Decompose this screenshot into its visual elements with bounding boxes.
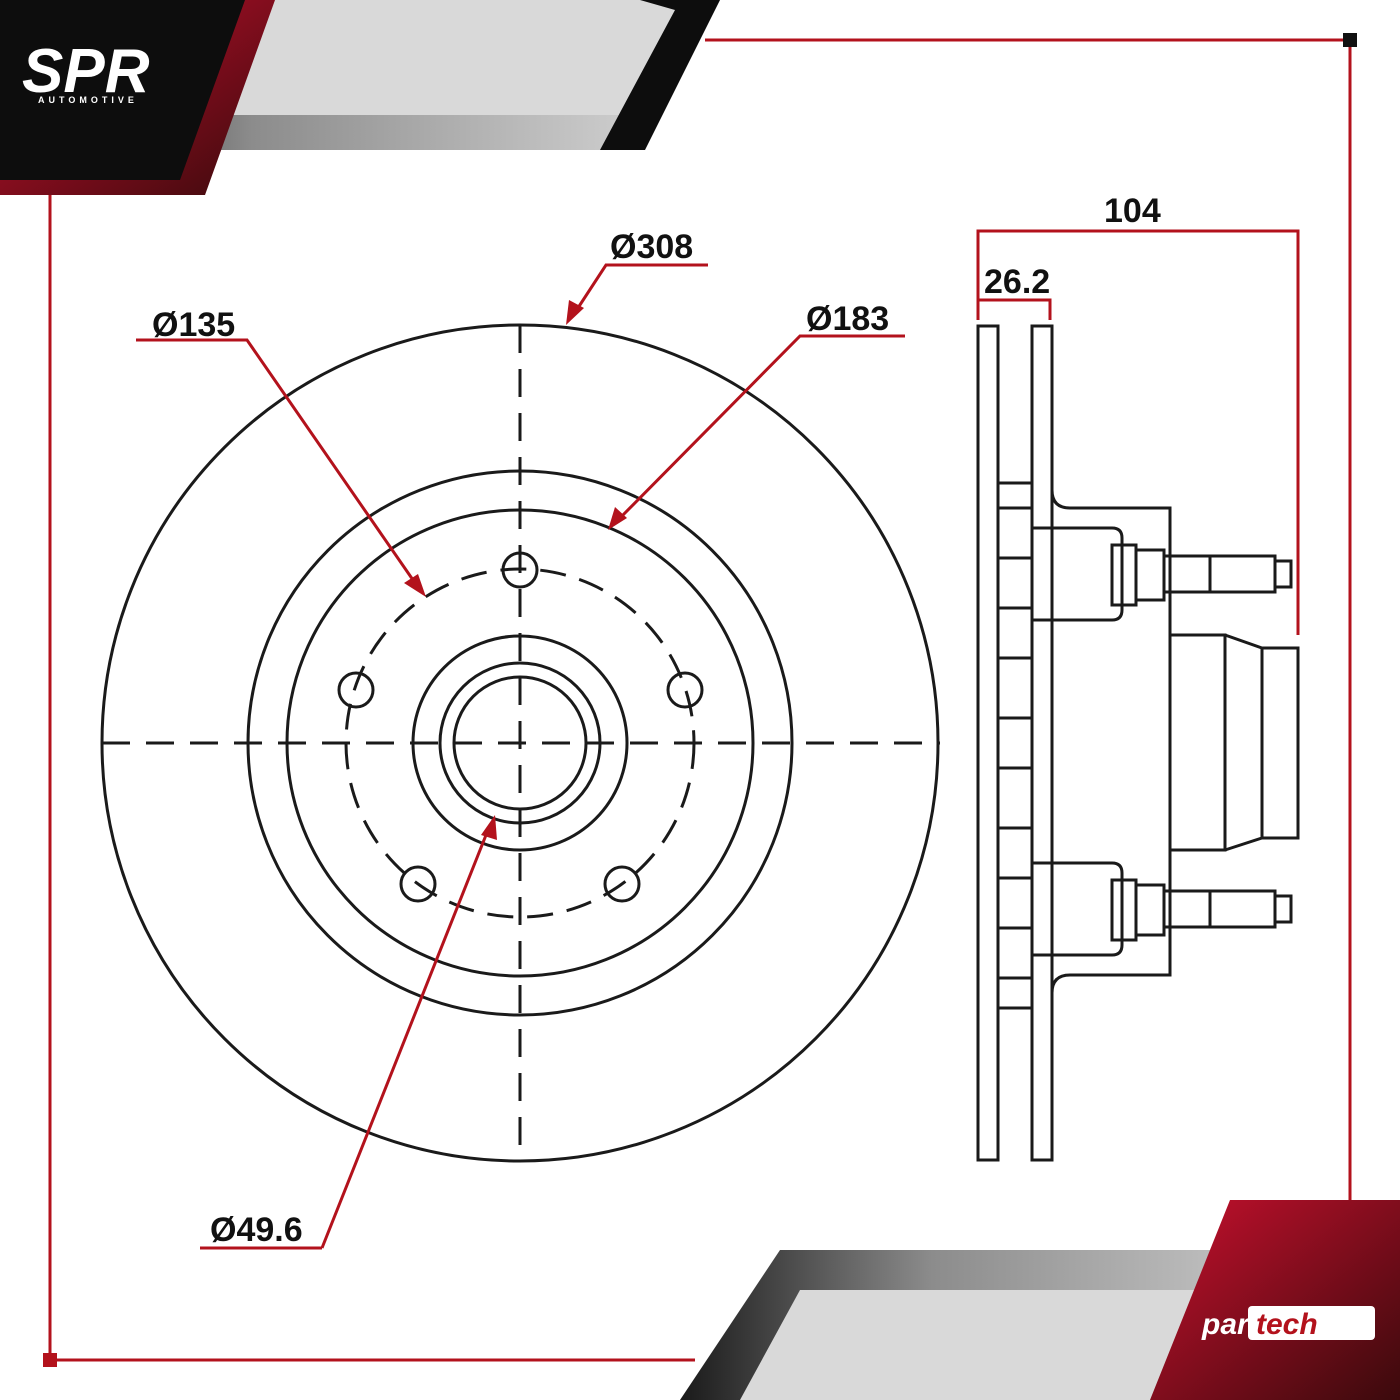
center-bore-diameter-label: Ø49.6 <box>210 1211 303 1249</box>
outer-braking-plate <box>976 324 1000 1162</box>
spr-logo-subtitle: AUTOMOTIVE <box>38 95 138 105</box>
top-left-banner <box>0 0 720 195</box>
frame-lines <box>48 38 1352 1362</box>
bottom-right-banner <box>680 1200 1400 1400</box>
spr-logo-text: SPR <box>22 37 150 106</box>
partech-logo: par tech <box>1201 1306 1375 1341</box>
rotor-diameter-label: Ø308 <box>610 228 693 266</box>
partech-logo-suffix: tech <box>1256 1308 1318 1341</box>
hub-spigot <box>1170 633 1227 852</box>
hat-profile <box>1050 326 1172 1160</box>
spr-logo: SPR AUTOMOTIVE <box>22 37 150 106</box>
stud-tip-lower <box>1273 894 1293 924</box>
partech-logo-prefix: par <box>1201 1308 1251 1341</box>
stud-shank-lower <box>1164 889 1277 929</box>
stud-collar-upper <box>1134 548 1166 602</box>
lug-hole <box>399 865 437 903</box>
bolt-circle-diameter-label: Ø135 <box>152 306 235 344</box>
hat-diameter-label: Ø183 <box>806 300 889 338</box>
inner-braking-plate <box>1030 324 1054 1162</box>
stud-head-lower <box>1110 878 1138 942</box>
dimension-arrowheads <box>404 300 627 840</box>
hub-spigot-end <box>1224 633 1300 852</box>
stud-boss-lower <box>1032 861 1124 957</box>
center-lines <box>102 325 940 1160</box>
stud-tip-upper <box>1273 559 1293 589</box>
stud-shank-upper <box>1164 554 1277 594</box>
rotor-thickness-label: 26.2 <box>984 263 1050 301</box>
dimension-leaders <box>136 229 1300 1250</box>
lug-hole <box>666 671 704 709</box>
lug-hole <box>603 865 641 903</box>
rotor-side-view <box>976 324 1300 1162</box>
stud-collar-lower <box>1134 883 1166 937</box>
frame-corner-marker-top <box>1343 33 1357 47</box>
frame-corner-marker-bottom <box>43 1353 57 1367</box>
overall-height-label: 104 <box>1104 192 1161 230</box>
stud-head-upper <box>1110 543 1138 607</box>
lug-hole <box>337 671 375 709</box>
stud-boss-upper <box>1032 526 1124 622</box>
